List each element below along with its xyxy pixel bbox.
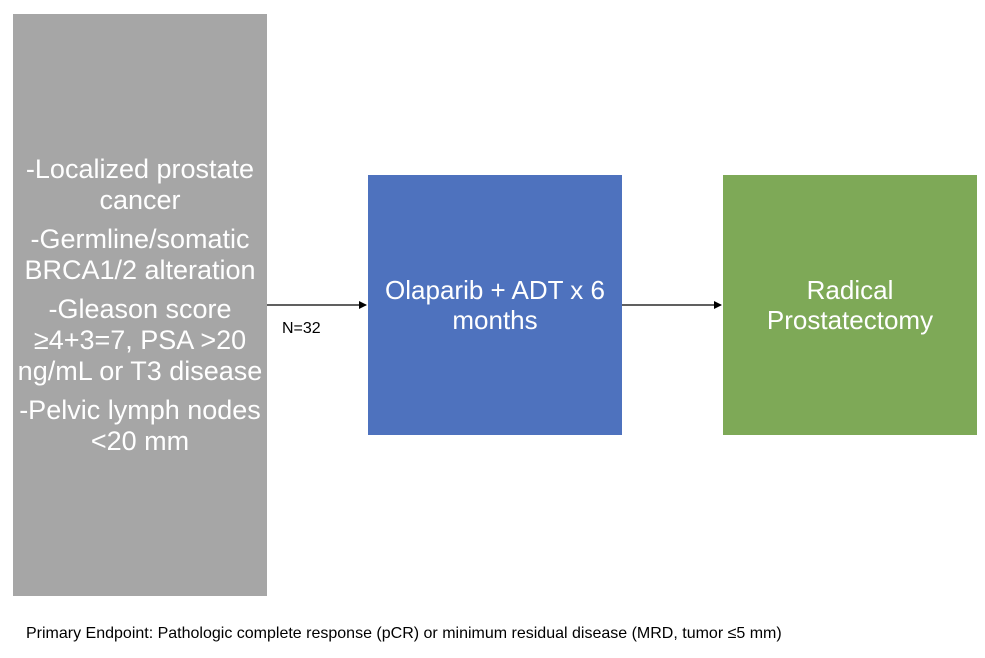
criterion-lymph-nodes: -Pelvic lymph nodes <20 mm [19, 394, 261, 456]
primary-endpoint-footnote: Primary Endpoint: Pathologic complete re… [26, 625, 782, 642]
surgery-box: Radical Prostatectomy [723, 175, 977, 435]
treatment-box: Olaparib + ADT x 6 months [368, 175, 622, 435]
enrollment-count-label: N=32 [282, 320, 321, 337]
eligibility-criteria-box: -Localized prostate cancer -Germline/som… [13, 14, 267, 596]
treatment-label: Olaparib + ADT x 6 months [385, 275, 605, 335]
criterion-localized-cancer: -Localized prostate cancer [25, 153, 255, 215]
criterion-brca-alteration: -Germline/somatic BRCA1/2 alteration [24, 223, 256, 285]
criterion-gleason-psa: -Gleason score ≥4+3=7, PSA >20 ng/mL or … [17, 293, 263, 386]
surgery-label: Radical Prostatectomy [766, 275, 934, 335]
